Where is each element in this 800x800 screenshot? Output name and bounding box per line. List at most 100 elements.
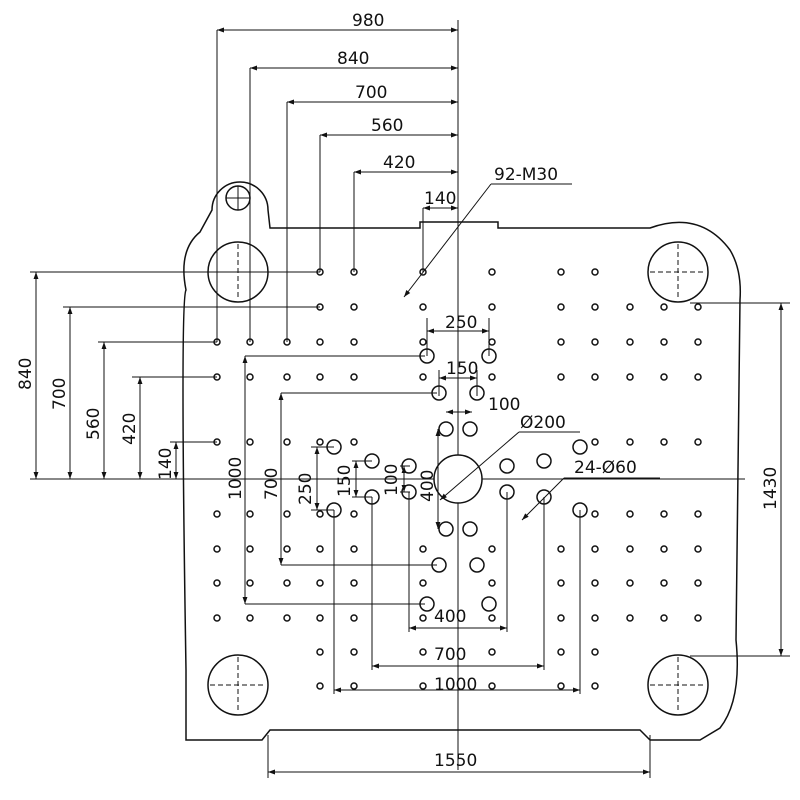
m30-hole (350, 648, 358, 656)
m30-hole (660, 510, 668, 518)
m30-hole (246, 438, 254, 446)
dia60-hole (572, 439, 588, 455)
m30-hole (350, 303, 358, 311)
dim-140-vertical: 140 (156, 448, 176, 480)
m30-hole (316, 545, 324, 553)
m30-hole (488, 648, 496, 656)
dia60-hole (438, 421, 454, 437)
m30-hole (557, 268, 565, 276)
m30-hole (488, 545, 496, 553)
m30-hole (350, 373, 358, 381)
m30-hole (694, 510, 702, 518)
dim-1430: 1430 (761, 467, 781, 510)
m30-hole (557, 579, 565, 587)
m30-hole (350, 510, 358, 518)
dim-560-vertical: 560 (84, 408, 104, 440)
m30-hole (316, 338, 324, 346)
dim-dia60: 24-Ø60 (574, 458, 637, 478)
tie-bar-hole-tr (647, 241, 709, 303)
m30-hole (246, 373, 254, 381)
m30-hole (350, 682, 358, 690)
dia60-holes (326, 348, 588, 612)
m30-hole (488, 682, 496, 690)
m30-hole (246, 614, 254, 622)
m30-hole (213, 545, 221, 553)
m30-hole (660, 338, 668, 346)
m30-hole (626, 545, 634, 553)
m30-hole (591, 438, 599, 446)
tie-bar-hole-bl (207, 654, 269, 716)
m30-hole (350, 579, 358, 587)
m30-hole (419, 545, 427, 553)
m30-hole (591, 338, 599, 346)
m30-hole (213, 614, 221, 622)
m30-hole (591, 682, 599, 690)
m30-hole (591, 614, 599, 622)
m30-hole (660, 438, 668, 446)
m30-hole (591, 268, 599, 276)
m30-hole (350, 338, 358, 346)
m30-hole (316, 648, 324, 656)
m30-hole (557, 614, 565, 622)
m30-hole (316, 614, 324, 622)
dim-140: 140 (424, 189, 456, 209)
dim-840: 840 (337, 49, 369, 69)
dia60-hole (499, 458, 515, 474)
m30-hole (557, 338, 565, 346)
m30-hole (419, 579, 427, 587)
m30-hole (419, 303, 427, 311)
tie-bar-hole-br (647, 654, 709, 716)
m30-hole (694, 545, 702, 553)
dim-dia200: Ø200 (520, 413, 566, 433)
dim-100-top: 100 (488, 395, 520, 415)
m30-hole (694, 579, 702, 587)
m30-hole (694, 373, 702, 381)
m30-hole (488, 373, 496, 381)
m30-hole (213, 510, 221, 518)
m30-hole (488, 338, 496, 346)
m30-hole (660, 303, 668, 311)
m30-hole (316, 438, 324, 446)
m30-hole (488, 268, 496, 276)
thread-callout: 92-M30 (403, 165, 572, 298)
m30-hole (213, 579, 221, 587)
dim-150-top: 150 (446, 359, 478, 379)
dim-250-vertical: 250 (296, 473, 316, 505)
dim-840-vertical: 840 (16, 358, 36, 390)
m30-hole (283, 438, 291, 446)
m30-hole (419, 614, 427, 622)
dia60-hole (536, 453, 552, 469)
dia60-hole (462, 421, 478, 437)
m30-hole (591, 648, 599, 656)
dim-1550: 1550 (434, 751, 477, 771)
dim-700-vertical-center: 700 (262, 468, 282, 500)
platen-outline (182, 181, 742, 741)
m30-hole (419, 373, 427, 381)
m30-hole (626, 614, 634, 622)
m30-hole (591, 303, 599, 311)
m30-hole (660, 545, 668, 553)
dim-700-horizontal: 700 (434, 645, 466, 665)
dim-980: 980 (352, 11, 384, 31)
dim-150-vertical: 150 (335, 465, 355, 497)
thread-callout-text: 92-M30 (494, 165, 558, 185)
dim-420: 420 (383, 153, 415, 173)
m30-hole (626, 510, 634, 518)
m30-hole (557, 682, 565, 690)
left-dimensions: 840 700 560 420 140 (16, 271, 320, 480)
dim-400-horizontal: 400 (434, 607, 466, 627)
dim-1000-horizontal: 1000 (434, 675, 477, 695)
m30-hole (557, 648, 565, 656)
m30-hole (660, 614, 668, 622)
m30-hole (419, 682, 427, 690)
m30-hole (626, 338, 634, 346)
dia60-hole (462, 521, 478, 537)
m30-hole (591, 545, 599, 553)
m30-hole (246, 579, 254, 587)
m30-hole (316, 579, 324, 587)
m30-hole (488, 303, 496, 311)
center-hole (433, 454, 483, 504)
m30-hole (694, 438, 702, 446)
m30-hole (591, 579, 599, 587)
